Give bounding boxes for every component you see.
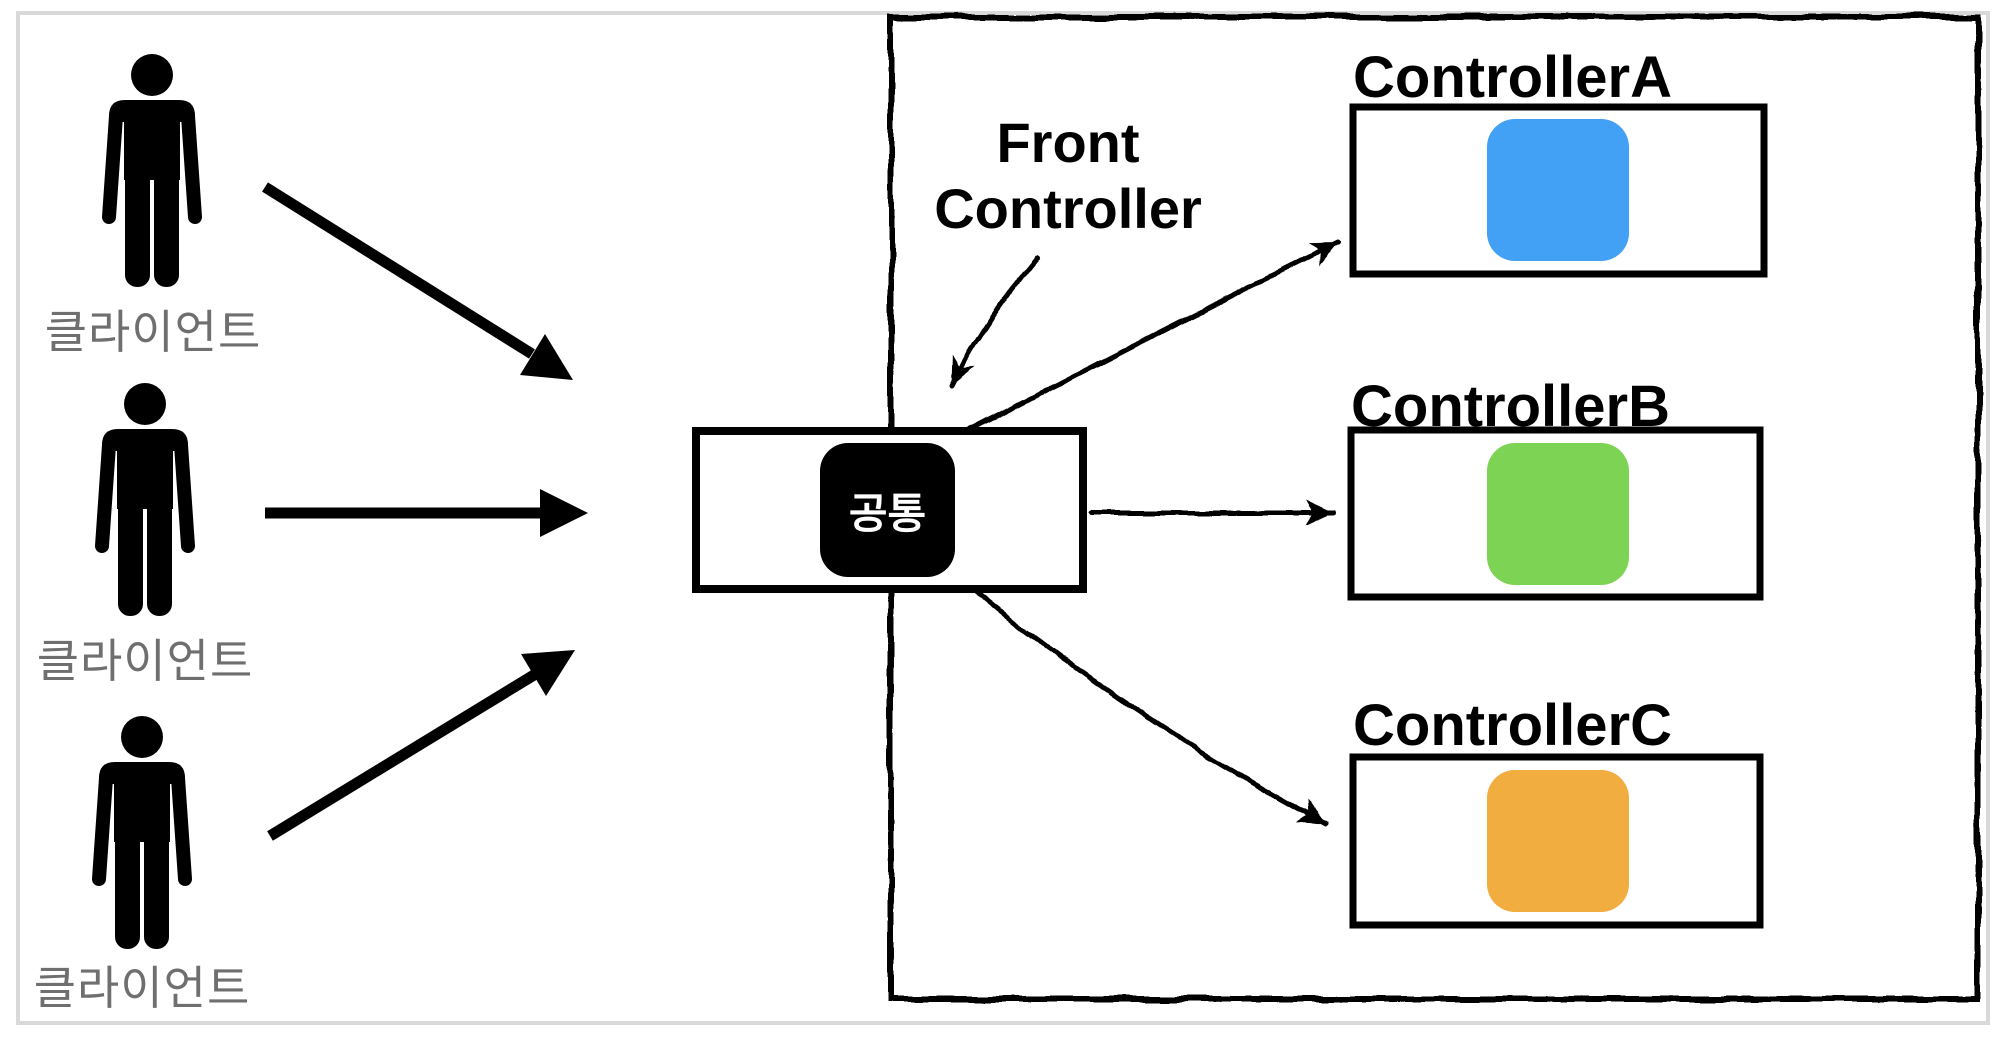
client-request-arrow-1 — [262, 182, 573, 380]
client-person-icon — [109, 54, 195, 287]
dispatch-arrow-controller-a — [967, 240, 1341, 433]
controller-b-chip — [1487, 443, 1629, 585]
front-controller-label: Front Controller — [918, 110, 1218, 242]
controller-a-label: ControllerA — [1353, 45, 1672, 110]
client-request-arrow-2 — [265, 489, 588, 537]
client-label: 클라이언트 — [36, 635, 254, 687]
client-request-arrow-3 — [267, 650, 575, 841]
front-controller-label-line2: Controller — [934, 177, 1202, 240]
client-label: 클라이언트 — [44, 306, 262, 358]
controller-b-label: ControllerB — [1351, 374, 1670, 439]
client-person-icon — [99, 716, 185, 949]
controller-c-label: ControllerC — [1353, 693, 1672, 758]
controller-a-chip — [1487, 119, 1629, 261]
controller-c-chip — [1487, 770, 1629, 912]
client-person-icon — [102, 383, 188, 616]
front-controller-pointer-arrow — [949, 255, 1040, 389]
outer-frame — [16, 11, 1990, 1025]
common-badge — [820, 443, 955, 577]
front-controller-label-line1: Front — [996, 111, 1140, 174]
client-label: 클라이언트 — [33, 962, 251, 1014]
dispatch-arrow-controller-c — [972, 587, 1329, 827]
common-badge-label: 공통 — [848, 489, 927, 537]
